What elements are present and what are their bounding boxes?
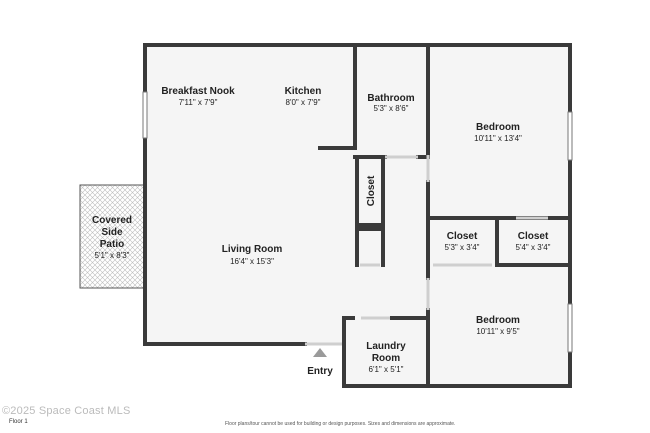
kitchen-dims: 8'0" x 7'9"	[286, 98, 321, 107]
breakfast-nook-name: Breakfast Nook	[161, 86, 235, 97]
hall-closet-name: Closet	[366, 175, 377, 206]
bedroom-2-name: Bedroom	[476, 315, 520, 326]
floor-label: Floor 1	[9, 419, 28, 425]
laundry-name-line-1: Laundry	[366, 341, 406, 352]
kitchen-name: Kitchen	[285, 86, 322, 97]
patio-dims: 5'1" x 8'3"	[95, 251, 130, 260]
living-room-name: Living Room	[222, 244, 283, 255]
bathroom-dims: 5'3" x 8'6"	[374, 104, 409, 113]
bathroom-name: Bathroom	[367, 93, 414, 104]
living-room-dims: 16'4" x 15'3"	[230, 257, 274, 266]
bedroom-2-dims: 10'11" x 9'5"	[476, 327, 519, 336]
breakfast-nook-dims: 7'11" x 7'9"	[179, 98, 218, 107]
windows	[142, 91, 573, 353]
closet-2-name: Closet	[518, 231, 549, 242]
laundry-name-line-2: Room	[372, 353, 400, 364]
entry-arrow-icon	[313, 348, 327, 357]
entry-label: Entry	[307, 366, 333, 377]
closet-1-name: Closet	[447, 231, 478, 242]
laundry-dims: 6'1" x 5'1"	[369, 365, 404, 374]
patio-floor	[79, 184, 146, 289]
door-openings	[305, 155, 548, 346]
closet-1-dims: 5'3" x 3'4"	[445, 243, 480, 252]
closet-2-dims: 5'4" x 3'4"	[516, 243, 551, 252]
patio-name-line-2: Side	[101, 227, 123, 238]
patio-name-line-3: Patio	[100, 239, 124, 250]
bedroom-1-name: Bedroom	[476, 122, 520, 133]
bedroom-1-dims: 10'11" x 13'4"	[474, 134, 522, 143]
disclaimer-text: Floor plans/tour cannot be used for buil…	[225, 421, 456, 427]
patio-name-line-1: Covered	[92, 215, 132, 226]
watermark: ©2025 Space Coast MLS	[2, 405, 131, 417]
